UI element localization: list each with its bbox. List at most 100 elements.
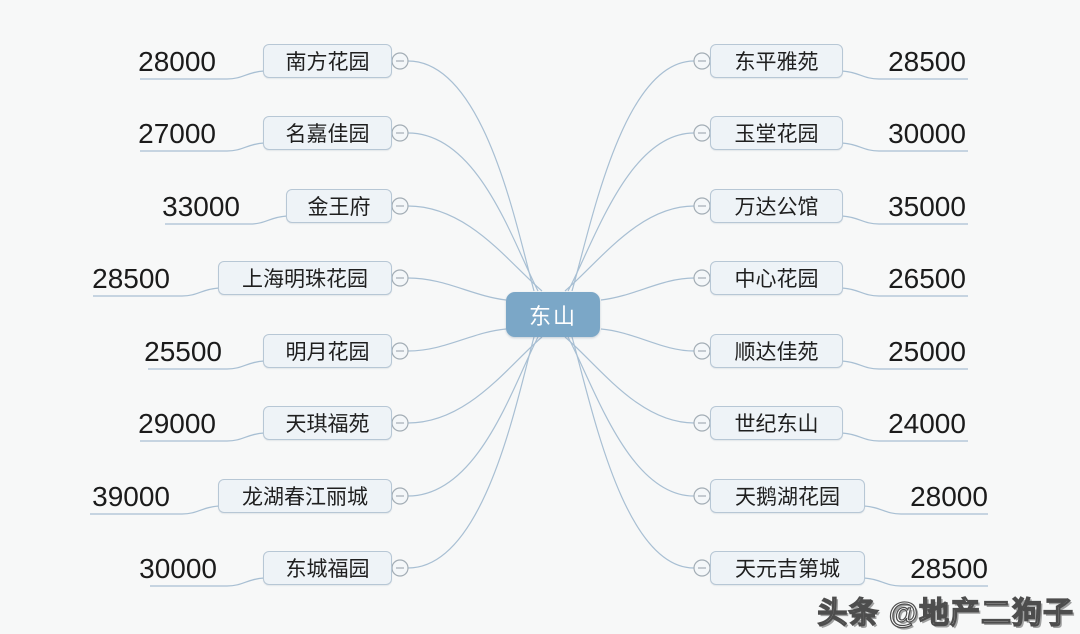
collapse-button[interactable] bbox=[391, 52, 409, 70]
branch-curve-left-8 bbox=[407, 336, 535, 569]
price-label[interactable]: 39000 bbox=[92, 481, 170, 512]
branch-curve-right-3 bbox=[564, 205, 695, 292]
collapse-button[interactable] bbox=[391, 487, 409, 505]
central-topic[interactable]: 东山 bbox=[506, 292, 600, 337]
collapse-button[interactable] bbox=[693, 52, 711, 70]
topic-node-tianyuanjidicheng[interactable]: 天元吉第城 bbox=[710, 551, 865, 585]
price-label[interactable]: 30000 bbox=[888, 118, 966, 149]
topic-label: 顺达佳苑 bbox=[734, 341, 819, 364]
price-label[interactable]: 28000 bbox=[138, 46, 216, 77]
topic-label: 龙湖春江丽城 bbox=[242, 486, 368, 509]
topic-node-tianehuhuayuan[interactable]: 天鹅湖花园 bbox=[710, 479, 865, 513]
topic-node-shijidongshan[interactable]: 世纪东山 bbox=[710, 406, 843, 440]
topic-label: 天琪福苑 bbox=[285, 413, 370, 436]
price-label[interactable]: 28500 bbox=[910, 553, 988, 584]
topic-label: 天元吉第城 bbox=[735, 558, 840, 581]
collapse-button[interactable] bbox=[391, 342, 409, 360]
price-label[interactable]: 27000 bbox=[138, 118, 216, 149]
topic-label: 明月花园 bbox=[285, 341, 370, 364]
collapse-button[interactable] bbox=[693, 269, 711, 287]
topic-label: 名嘉佳园 bbox=[285, 123, 370, 146]
price-label[interactable]: 28000 bbox=[910, 481, 988, 512]
collapse-button[interactable] bbox=[693, 342, 711, 360]
price-label[interactable]: 28500 bbox=[92, 263, 170, 294]
branch-curve-left-4 bbox=[407, 277, 507, 301]
branch-curve-left-7 bbox=[407, 336, 539, 497]
collapse-button[interactable] bbox=[391, 124, 409, 142]
topic-label: 东平雅苑 bbox=[734, 51, 819, 74]
topic-label: 东城福园 bbox=[285, 558, 370, 581]
branch-curve-left-1 bbox=[407, 60, 535, 292]
price-line-left-3 bbox=[165, 215, 288, 225]
collapse-button[interactable] bbox=[693, 487, 711, 505]
topic-node-shundajiayuan[interactable]: 顺达佳苑 bbox=[710, 334, 843, 368]
topic-node-mingjiajiayuan[interactable]: 名嘉佳园 bbox=[263, 116, 392, 150]
topic-label: 上海明珠花园 bbox=[242, 268, 368, 291]
price-line-right-8 bbox=[863, 577, 988, 587]
topic-node-longhuchunjiang[interactable]: 龙湖春江丽城 bbox=[218, 479, 392, 513]
topic-node-dongpingyayuan[interactable]: 东平雅苑 bbox=[710, 44, 843, 78]
collapse-button[interactable] bbox=[391, 414, 409, 432]
price-label[interactable]: 26500 bbox=[888, 263, 966, 294]
price-line-left-2 bbox=[140, 142, 265, 152]
topic-node-shanghaimingzhu[interactable]: 上海明珠花园 bbox=[218, 261, 392, 295]
branch-curve-right-6 bbox=[564, 336, 695, 424]
price-line-left-7 bbox=[90, 505, 220, 515]
topic-label: 万达公馆 bbox=[734, 196, 819, 219]
price-label[interactable]: 33000 bbox=[162, 191, 240, 222]
topic-label: 玉堂花园 bbox=[734, 123, 819, 146]
price-line-right-7 bbox=[863, 505, 988, 515]
price-label[interactable]: 30000 bbox=[139, 553, 217, 584]
watermark: 头条 @地产二狗子 bbox=[817, 596, 1074, 630]
central-topic-label: 东山 bbox=[528, 303, 577, 329]
topic-node-nanfanghuayuan[interactable]: 南方花园 bbox=[263, 44, 392, 78]
collapse-button[interactable] bbox=[391, 269, 409, 287]
price-line-right-1 bbox=[841, 70, 968, 80]
topic-label: 金王府 bbox=[307, 196, 371, 219]
branch-curve-right-1 bbox=[571, 60, 695, 292]
price-label[interactable]: 25000 bbox=[888, 336, 966, 367]
topic-node-tianqifuyuan[interactable]: 天琪福苑 bbox=[263, 406, 392, 440]
branch-curve-right-4 bbox=[600, 277, 695, 301]
collapse-button[interactable] bbox=[391, 559, 409, 577]
topic-label: 世纪东山 bbox=[734, 413, 819, 436]
price-line-right-6 bbox=[841, 432, 968, 442]
topic-node-yutanghuayuan[interactable]: 玉堂花园 bbox=[710, 116, 843, 150]
topic-label: 天鹅湖花园 bbox=[735, 486, 840, 509]
topic-node-wandagongguan[interactable]: 万达公馆 bbox=[710, 189, 843, 223]
collapse-button[interactable] bbox=[693, 414, 711, 432]
branch-curve-left-5 bbox=[407, 328, 507, 352]
price-line-left-8 bbox=[150, 577, 265, 587]
price-line-left-6 bbox=[140, 432, 265, 442]
price-label[interactable]: 28500 bbox=[888, 46, 966, 77]
price-line-left-4 bbox=[93, 287, 220, 297]
price-line-left-5 bbox=[148, 360, 265, 370]
topic-node-jinwangfu[interactable]: 金王府 bbox=[286, 189, 392, 223]
price-label[interactable]: 35000 bbox=[888, 191, 966, 222]
price-label[interactable]: 25500 bbox=[144, 336, 222, 367]
topic-node-zhongxinhuayuan[interactable]: 中心花园 bbox=[710, 261, 843, 295]
collapse-button[interactable] bbox=[693, 197, 711, 215]
price-line-right-3 bbox=[841, 215, 968, 225]
price-line-right-4 bbox=[841, 287, 968, 297]
price-line-right-5 bbox=[841, 360, 968, 370]
collapse-button[interactable] bbox=[391, 197, 409, 215]
branch-curve-right-8 bbox=[571, 336, 695, 569]
topic-node-dongchengfuyuan[interactable]: 东城福园 bbox=[263, 551, 392, 585]
price-line-left-1 bbox=[140, 70, 265, 80]
branch-curve-right-2 bbox=[567, 132, 695, 292]
branch-curve-left-2 bbox=[407, 132, 539, 292]
branch-curve-right-7 bbox=[567, 336, 695, 497]
collapse-button[interactable] bbox=[693, 124, 711, 142]
price-label[interactable]: 29000 bbox=[138, 408, 216, 439]
topic-label: 南方花园 bbox=[285, 51, 370, 74]
topic-node-mingyuehuayuan[interactable]: 明月花园 bbox=[263, 334, 392, 368]
branch-curve-right-5 bbox=[600, 328, 695, 352]
branch-curve-left-6 bbox=[407, 336, 543, 424]
branch-curve-left-3 bbox=[407, 205, 543, 292]
collapse-button[interactable] bbox=[693, 559, 711, 577]
price-label[interactable]: 24000 bbox=[888, 408, 966, 439]
price-line-right-2 bbox=[841, 142, 968, 152]
